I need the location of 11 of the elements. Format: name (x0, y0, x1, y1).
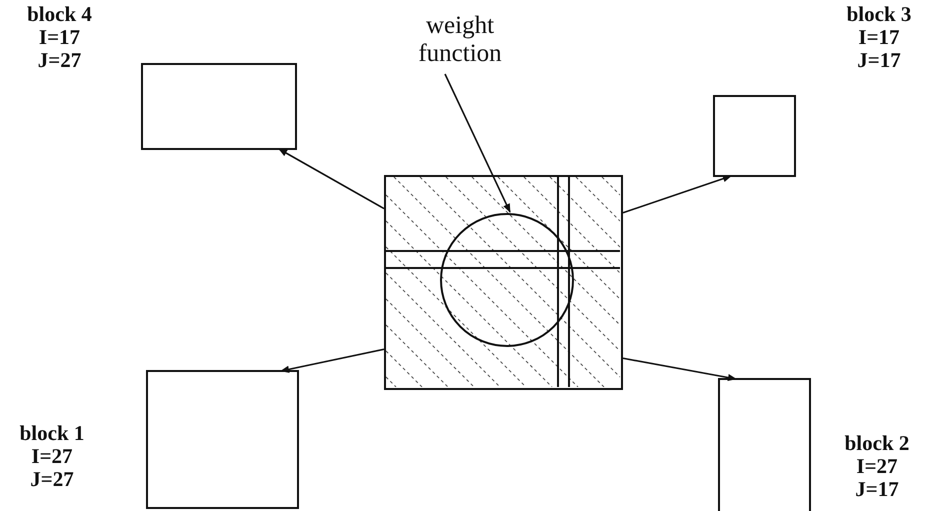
arrow (280, 348, 384, 373)
block-label: block 3 I=17 J=17 (846, 2, 912, 74)
block-label: block 4 I=17 J=27 (26, 2, 93, 74)
annotation-text: weight function (405, 12, 515, 72)
arrow (622, 357, 737, 382)
weight-circle (439, 212, 575, 348)
leader-line (444, 74, 511, 213)
block-label: block 1 I=27 J=27 (18, 422, 86, 492)
arrow (622, 175, 732, 214)
arrow (278, 148, 384, 210)
block-label: block 2 I=27 J=17 (844, 432, 910, 502)
